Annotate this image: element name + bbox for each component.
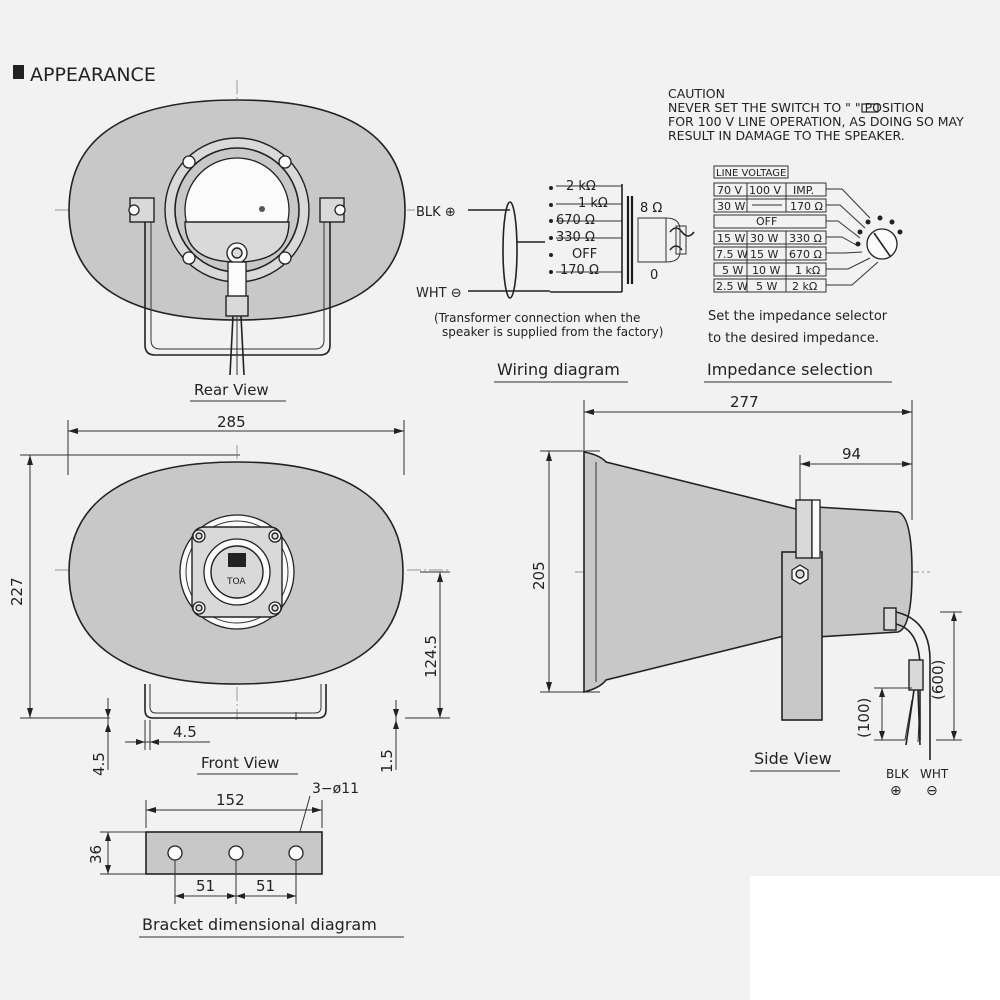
wiring-diagram-caption: Wiring diagram	[497, 360, 620, 379]
dim-227: 227	[8, 577, 26, 606]
line-voltage-header: LINE VOLTAGE	[716, 168, 786, 179]
caution-line-4: RESULT IN DAMAGE TO THE SPEAKER.	[668, 128, 905, 143]
wiring-note-2: speaker is supplied from the factory)	[442, 325, 663, 339]
caution-block: CAUTION NEVER SET THE SWITCH TO " " POSI…	[668, 86, 964, 143]
tap-off: OFF	[572, 247, 597, 262]
secondary-8ohm: 8 Ω	[640, 201, 662, 216]
secondary-0: 0	[650, 268, 658, 283]
imp-r5-c2: 1 kΩ	[795, 264, 820, 277]
impedance-selection-caption: Impedance selection	[707, 360, 873, 379]
dim-36: 36	[87, 845, 105, 864]
title-bullet	[13, 65, 24, 79]
bracket-hole-1	[167, 845, 183, 861]
dim-51b: 51	[256, 877, 275, 895]
imp-r0-c0: 70 V	[717, 184, 742, 197]
front-view-caption: Front View	[201, 754, 279, 772]
bracket-caption: Bracket dimensional diagram	[142, 915, 377, 934]
dim-285: 285	[217, 413, 246, 431]
impedance-note-1: Set the impedance selector	[708, 309, 888, 324]
side-view-caption: Side View	[754, 749, 832, 768]
rear-view-caption: Rear View	[194, 381, 269, 399]
dim-1-5: 1.5	[378, 749, 396, 773]
dim-51a: 51	[196, 877, 215, 895]
dim-4-5-left: 4.5	[90, 752, 108, 776]
side-horn	[583, 451, 801, 694]
bracket-hole-3	[288, 845, 304, 861]
imp-r1-c0: 30 W	[717, 200, 745, 213]
tap-170: 170 Ω	[560, 263, 599, 278]
imp-r3-c0: 15 W	[717, 232, 745, 245]
imp-r4-c1: 15 W	[750, 248, 778, 261]
side-lead-minus: ⊖	[926, 783, 938, 799]
imp-r6-c1: 5 W	[756, 280, 777, 293]
rear-view: Rear View	[55, 80, 415, 402]
tap-1k: 1 kΩ	[578, 196, 608, 211]
imp-r0-c1: 100 V	[749, 184, 781, 197]
bracket-hole-2	[228, 845, 244, 861]
holes-label: 3−ø11	[312, 781, 359, 797]
imp-r4-c0: 7.5 W	[716, 248, 748, 261]
dim-152: 152	[216, 791, 245, 809]
imp-r6-c2: 2 kΩ	[792, 280, 817, 293]
tap-2k: 2 kΩ	[566, 179, 596, 194]
caution-line-1: CAUTION	[668, 86, 725, 101]
side-lead-wht: WHT	[920, 767, 949, 781]
dim-4-5-mid: 4.5	[173, 723, 197, 741]
dim-600: (600)	[929, 660, 947, 700]
imp-r5-c1: 10 W	[752, 264, 780, 277]
section-title: APPEARANCE	[30, 64, 156, 86]
wiring-wht: WHT ⊖	[416, 286, 462, 301]
side-lead-blk: BLK	[886, 767, 910, 781]
wiring-diagram: BLK ⊕ WHT ⊖ 2 kΩ 1 kΩ 670 Ω 330 Ω OFF 17…	[416, 179, 695, 383]
impedance-note-2: to the desired impedance.	[708, 331, 879, 346]
imp-r2-off: OFF	[756, 215, 777, 228]
wiring-note-1: (Transformer connection when the	[434, 311, 640, 325]
dim-205: 205	[530, 561, 548, 590]
switch-position-icon	[861, 103, 879, 113]
tap-670: 670 Ω	[556, 213, 595, 228]
imp-r6-c0: 2.5 W	[716, 280, 748, 293]
impedance-selection: LINE VOLTAGE 70 V 100 V IMP. 30 W 170 Ω …	[704, 165, 903, 383]
front-view: 285 227 TOA 124.5	[8, 413, 450, 776]
side-body	[799, 505, 913, 639]
imp-r3-c2: 330 Ω	[789, 232, 822, 245]
toa-logo-icon	[228, 553, 246, 567]
toa-logo-text: TOA	[226, 577, 246, 587]
imp-r0-c2: IMP.	[793, 184, 814, 197]
tap-330: 330 Ω	[556, 230, 595, 245]
dim-124-5: 124.5	[422, 635, 440, 678]
dim-100: (100)	[855, 698, 873, 738]
bracket-diagram: 152 3−ø11 36 51 51 Bracket dimensional d…	[87, 781, 404, 938]
dim-94: 94	[842, 445, 861, 463]
caution-line-3: FOR 100 V LINE OPERATION, AS DOING SO MA…	[668, 114, 964, 129]
imp-r4-c2: 670 Ω	[789, 248, 822, 261]
blank-area	[750, 876, 1000, 1000]
dim-277: 277	[730, 393, 759, 411]
imp-r1-c2: 170 Ω	[790, 200, 823, 213]
imp-r5-c0: 5 W	[722, 264, 743, 277]
side-lead-plus: ⊕	[890, 783, 902, 799]
side-view: 277 94 205 (100)	[530, 393, 962, 799]
wiring-blk: BLK ⊕	[416, 205, 456, 220]
imp-r3-c1: 30 W	[750, 232, 778, 245]
caution-line-2: NEVER SET THE SWITCH TO " " POSITION	[668, 100, 924, 115]
